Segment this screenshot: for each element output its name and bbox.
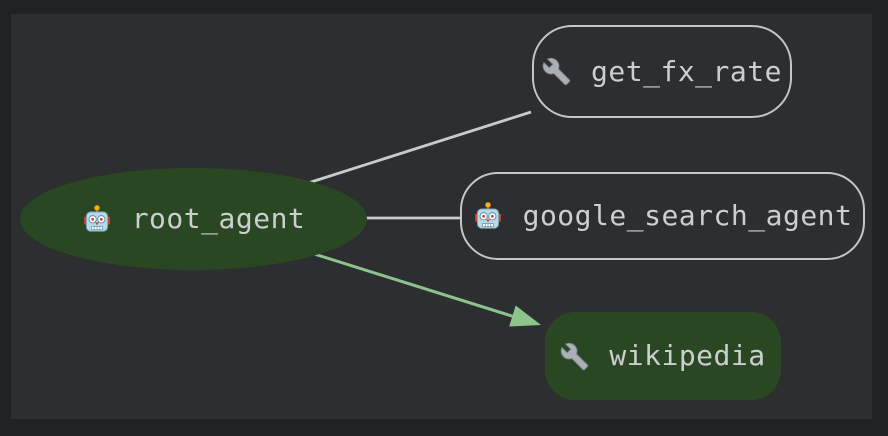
robot-icon [473, 201, 503, 231]
edge-root-to-get-fx-rate [307, 110, 532, 185]
graph-edges-layer [307, 110, 541, 327]
node-wikipedia[interactable]: wikipedia [545, 312, 781, 400]
robot-icon [82, 204, 112, 234]
node-label: wikipedia [609, 339, 766, 372]
node-get-fx-rate[interactable]: get_fx_rate [532, 25, 792, 118]
agent-graph-canvas[interactable]: root_agent get_fx_rate [11, 14, 872, 419]
node-root-agent[interactable]: root_agent [20, 168, 367, 270]
node-label: get_fx_rate [591, 54, 782, 88]
arrowhead-icon [509, 305, 541, 327]
wrench-icon [560, 342, 589, 371]
edge-root-to-wikipedia [310, 251, 516, 319]
wrench-icon [542, 57, 571, 86]
node-google-search-agent[interactable]: google_search_agent [460, 172, 865, 260]
node-label: google_search_agent [522, 199, 853, 232]
node-label: root_agent [131, 202, 306, 235]
